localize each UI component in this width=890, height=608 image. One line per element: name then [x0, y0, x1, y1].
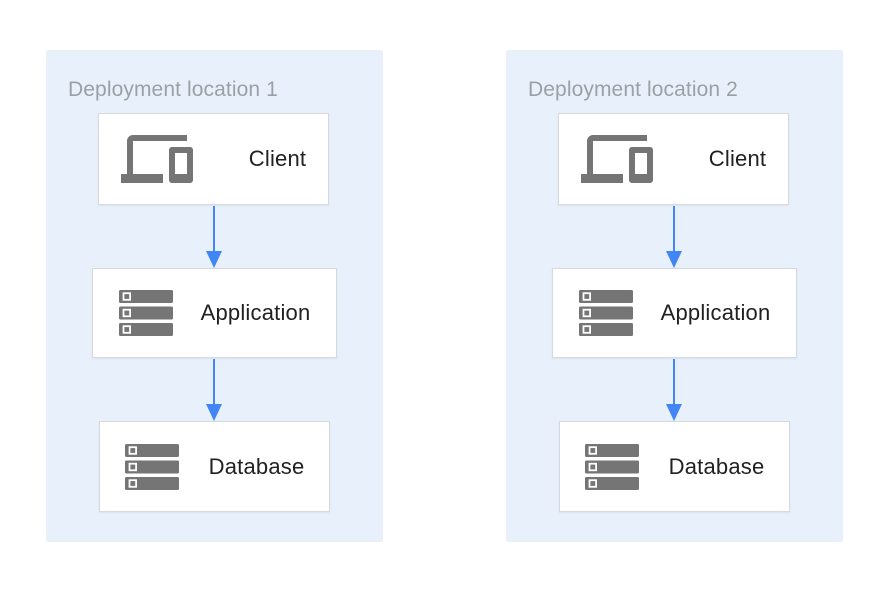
panel-title: Deployment location 2: [528, 78, 738, 101]
client-node: Client: [98, 113, 329, 205]
arrow-client-to-application: [666, 206, 682, 268]
client-node: Client: [558, 113, 789, 205]
arrow-application-to-database: [666, 359, 682, 421]
arrow-shaft: [672, 206, 676, 251]
client-node-label: Client: [248, 146, 307, 171]
arrow-head-icon: [206, 404, 222, 421]
arrow-client-to-application: [206, 206, 222, 268]
devices-icon: [120, 123, 193, 195]
arrow-shaft: [672, 359, 676, 404]
arrow-shaft: [212, 359, 216, 404]
arrow-head-icon: [206, 251, 222, 268]
arrow-application-to-database: [206, 359, 222, 421]
arrow-head-icon: [666, 404, 682, 421]
database-node: Database: [99, 421, 330, 512]
deployment-location-2-panel: Deployment location 2 Client: [506, 50, 843, 542]
devices-icon: [580, 123, 653, 195]
database-node: Database: [559, 421, 790, 512]
deployment-location-1-panel: Deployment location 1 Client: [46, 50, 383, 542]
database-node-label: Database: [668, 453, 765, 479]
application-node: Application: [552, 268, 797, 358]
arrow-head-icon: [666, 251, 682, 268]
application-node-label: Application: [660, 300, 771, 325]
database-node-label: Database: [208, 453, 305, 479]
servers-icon: [584, 443, 639, 490]
arrow-shaft: [212, 206, 216, 251]
servers-icon: [118, 290, 173, 336]
panel-title: Deployment location 1: [68, 78, 278, 101]
servers-icon: [578, 290, 633, 336]
client-node-label: Client: [708, 146, 767, 171]
application-node: Application: [92, 268, 337, 358]
servers-icon: [124, 443, 179, 490]
application-node-label: Application: [200, 300, 311, 325]
